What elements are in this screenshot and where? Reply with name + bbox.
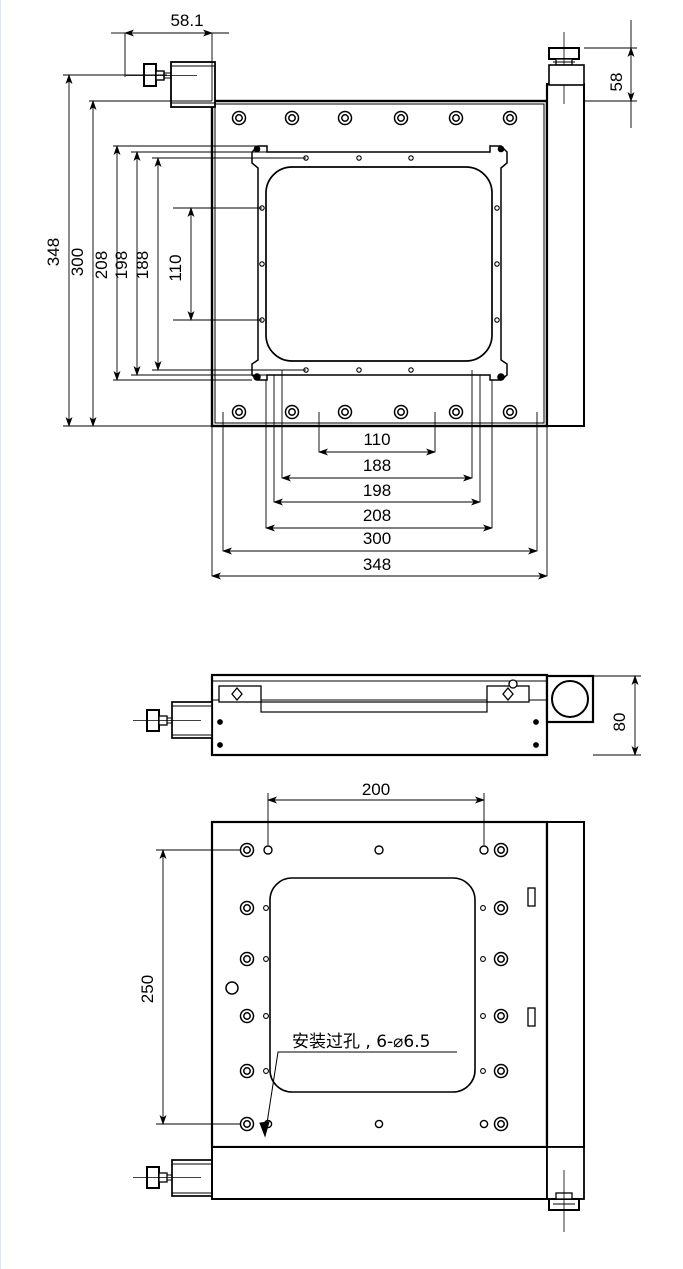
- dimension-stack-horizontal: [211, 370, 548, 580]
- side-view-micrometer-left: [133, 701, 213, 739]
- dimension-label-110-vertical: 110: [166, 254, 185, 281]
- bottom-view-group: [133, 793, 585, 1232]
- dimension-label-110-horizontal: 110: [363, 430, 390, 449]
- side-view-right-bearing: [486, 679, 530, 703]
- dimension-label-188-horizontal: 188: [363, 456, 391, 475]
- side-view-group: [133, 673, 641, 757]
- top-view-aperture-frame: [251, 145, 508, 381]
- dimension-label-80: 80: [610, 713, 629, 732]
- bottom-view-screw-column-right: [493, 842, 509, 1132]
- top-view-right-rail: [545, 83, 585, 427]
- dimension-label-348-horizontal: 348: [363, 555, 391, 574]
- dimension-label-300-horizontal: 300: [363, 529, 391, 548]
- dimension-label-198-horizontal: 198: [363, 481, 391, 500]
- bottom-view-access-hole: [225, 981, 239, 995]
- annotation-leader-line: [259, 1051, 457, 1138]
- dimension-label-208-vertical: 208: [92, 251, 111, 279]
- dimension-label-348-vertical: 348: [44, 238, 63, 266]
- dimension-label-208-horizontal: 208: [363, 506, 391, 525]
- dimension-250: [156, 849, 241, 1125]
- dimension-58: [584, 20, 637, 128]
- bottom-view-mounting-through-holes: [263, 845, 489, 1129]
- dimension-58-1: [111, 29, 229, 101]
- side-view-left-bearing: [218, 685, 262, 703]
- top-view-left-carriage: [170, 61, 216, 108]
- dimension-label-250: 250: [138, 975, 157, 1003]
- top-view-screw-row-top: [231, 110, 518, 126]
- top-view-group: [63, 20, 637, 580]
- dimension-stack-vertical: [63, 74, 306, 427]
- dimension-label-198-vertical: 198: [112, 251, 131, 279]
- dimension-label-200: 200: [362, 780, 390, 799]
- dimension-label-58: 58: [607, 73, 626, 92]
- mounting-hole-annotation: 安装过孔 , 6-⌀6.5: [292, 1032, 430, 1052]
- dimension-80: [593, 675, 641, 756]
- top-view-screw-row-bottom: [231, 404, 518, 420]
- dimension-label-188-vertical: 188: [133, 251, 152, 279]
- dimension-label-300-vertical: 300: [68, 248, 87, 276]
- bottom-view-knob-right: [548, 1170, 580, 1232]
- side-view-motor-housing: [545, 674, 595, 724]
- dimension-200: [267, 793, 485, 845]
- dimension-label-58-1: 58.1: [170, 11, 203, 30]
- knob-top-right-icon: [548, 32, 585, 104]
- bottom-view-micrometer-left: [133, 1159, 213, 1197]
